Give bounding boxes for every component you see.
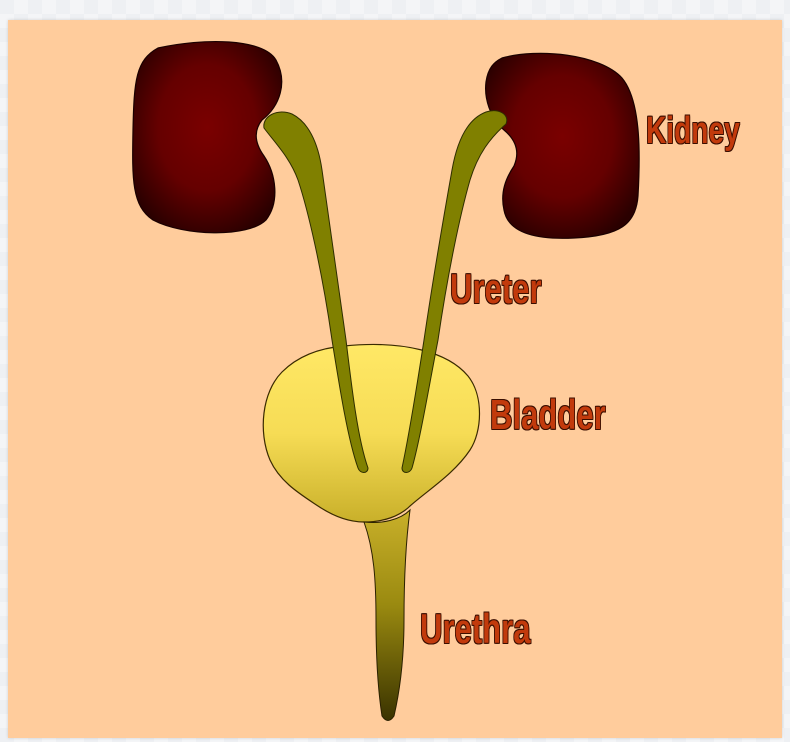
right-kidney: [486, 53, 640, 238]
left-kidney: [133, 42, 282, 233]
kidney-label: Kidney: [646, 112, 740, 150]
ureter-label: Ureter: [450, 268, 542, 310]
urethra-label: Urethra: [420, 608, 531, 650]
bladder-label: Bladder: [490, 394, 606, 436]
bladder: [263, 344, 479, 522]
diagram-panel: Kidney Ureter Bladder Urethra: [8, 20, 782, 738]
urethra: [364, 510, 410, 721]
